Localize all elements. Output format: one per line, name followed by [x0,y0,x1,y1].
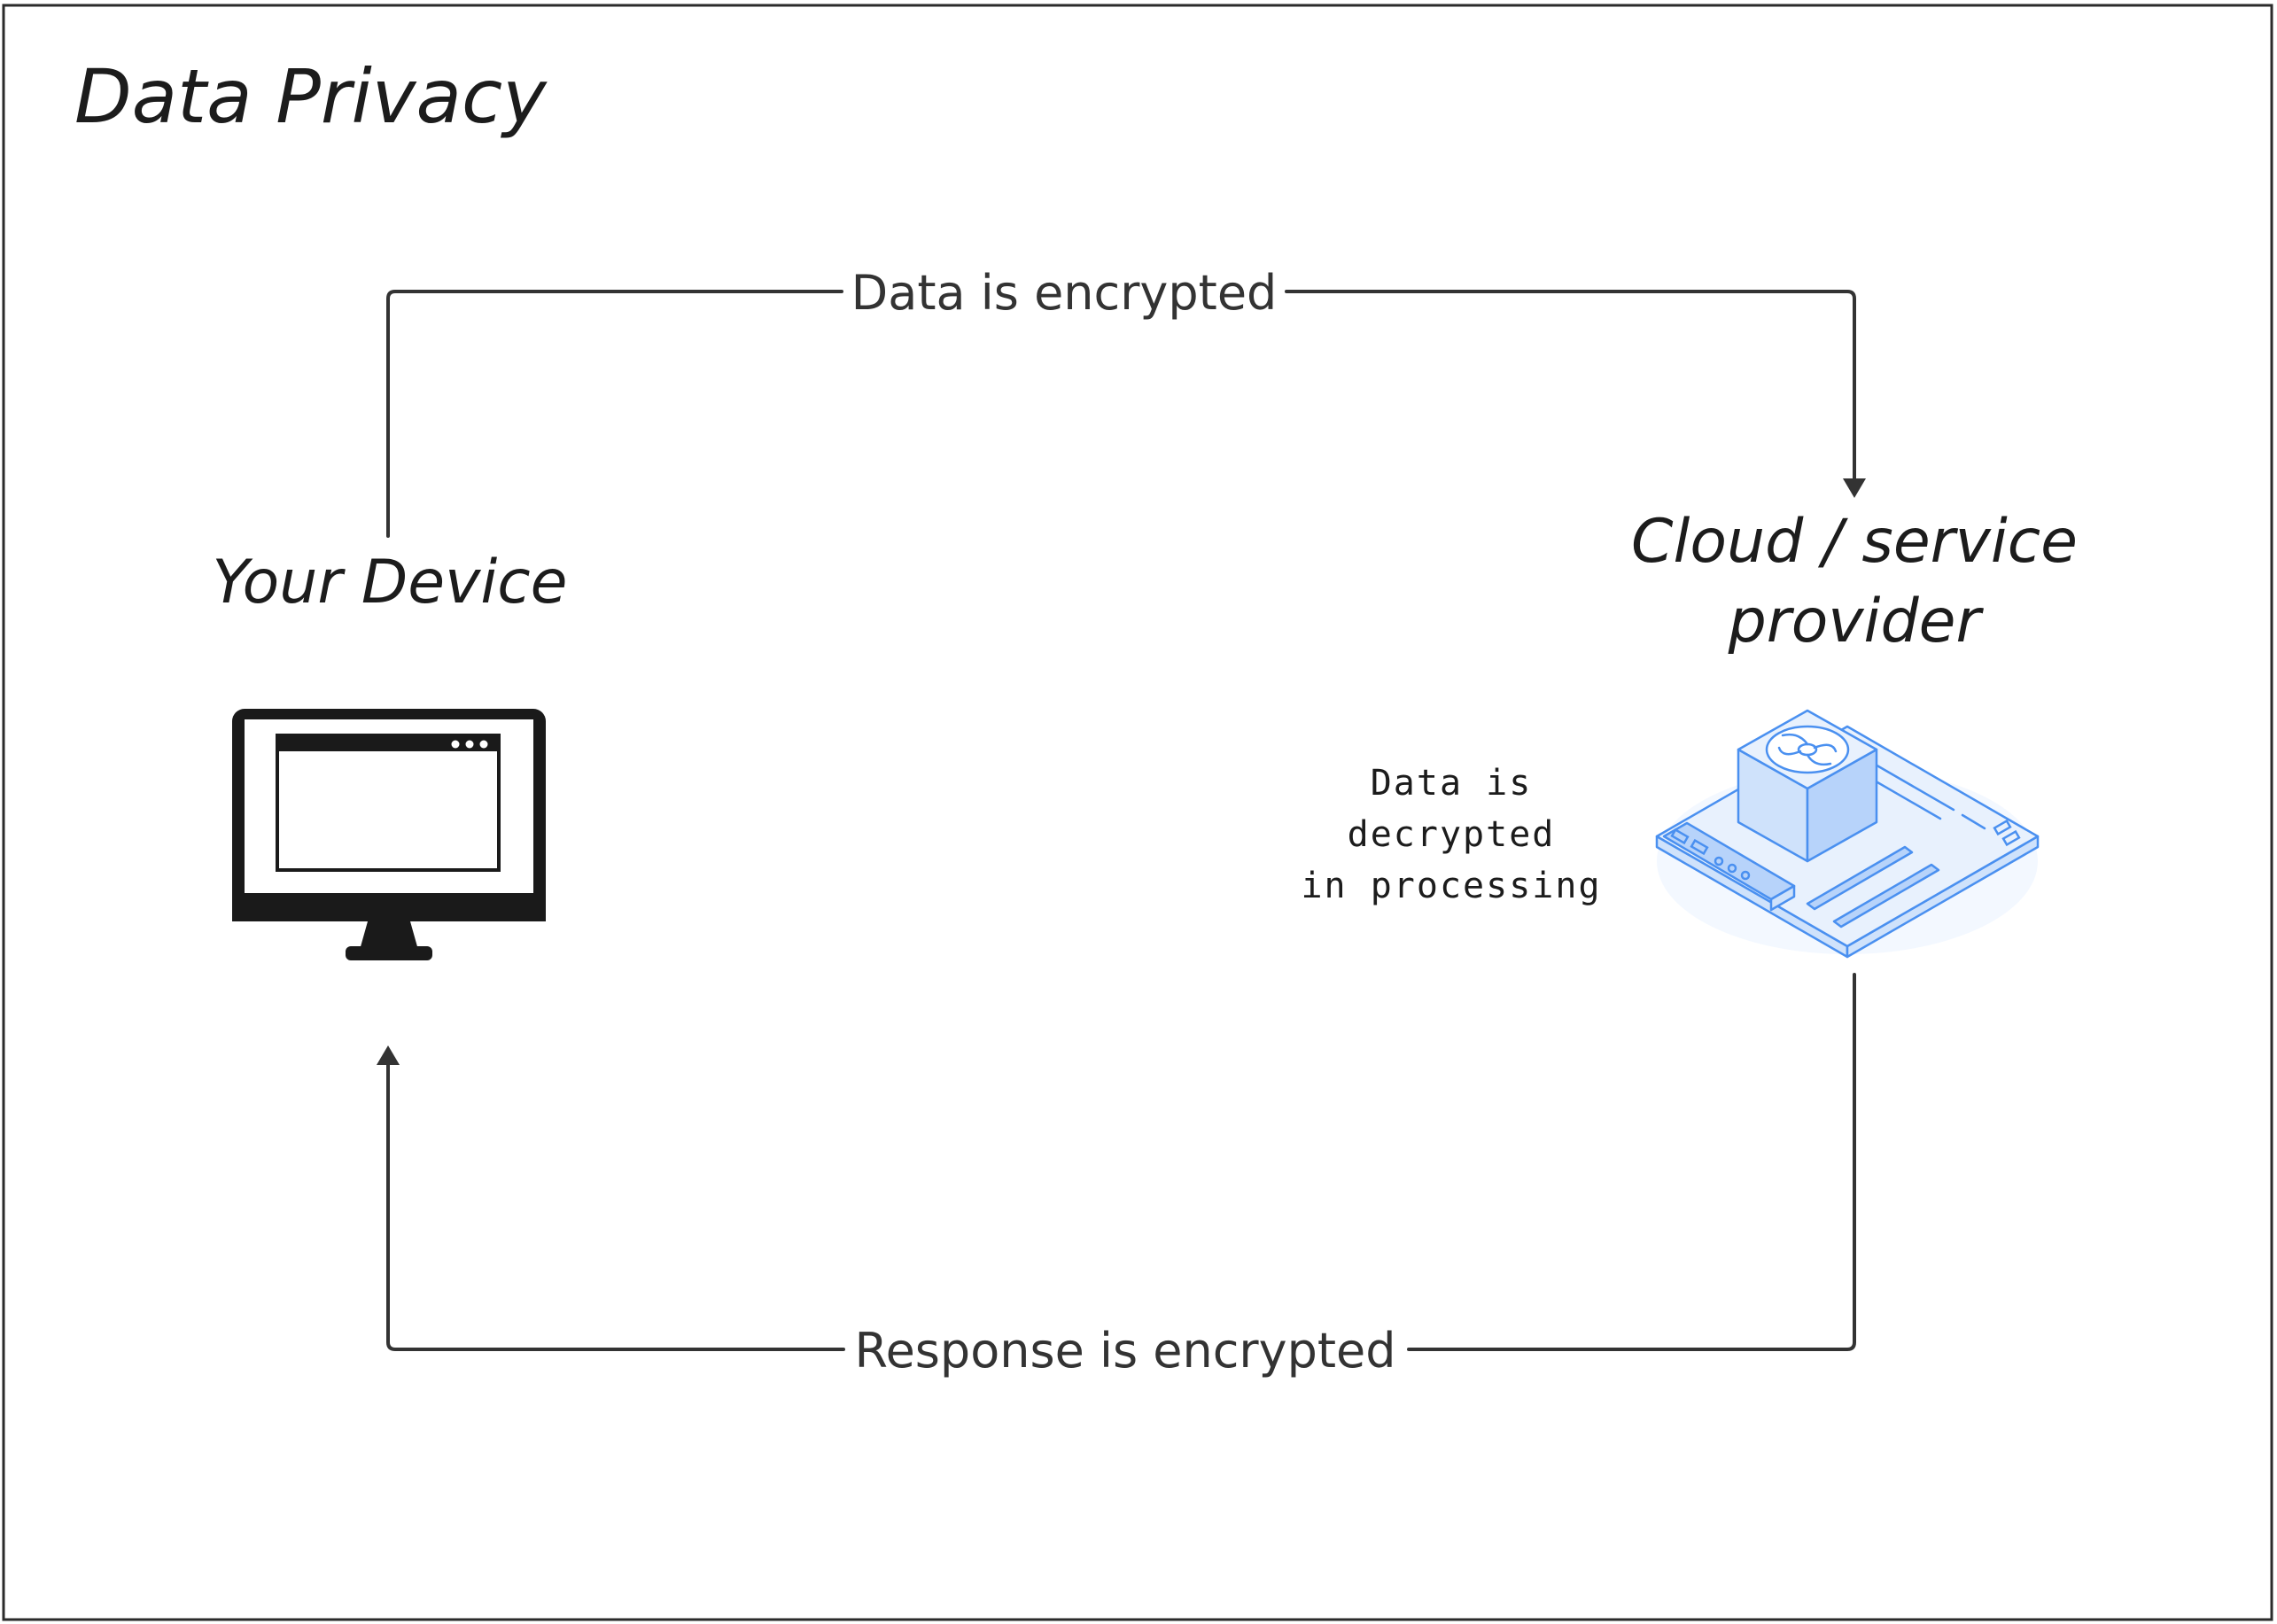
desktop-monitor-icon [232,709,546,960]
device-label: Your Device [213,548,568,618]
processing-note-line1: Data is [1371,763,1533,804]
request-connector: Data is encrypted [386,265,1866,538]
request-arrowhead [1843,478,1866,498]
motherboard-icon [1655,709,2040,959]
response-edge-label: Response is encrypted [854,1323,1395,1379]
processing-note: Data is decrypted in processing [1301,763,1601,906]
provider-label-line2: provider [1728,587,1985,657]
device-node: Your Device [213,548,568,960]
response-line-left [386,1060,845,1351]
response-connector: Response is encrypted [377,973,1856,1379]
request-line-left [386,290,843,538]
provider-label-line1: Cloud / service [1631,507,2078,577]
provider-node: Cloud / service provider Data is decrypt… [1301,507,2078,959]
processing-note-line2: decrypted [1348,814,1556,855]
response-line-right [1407,973,1856,1351]
response-arrowhead [377,1045,400,1065]
diagram-title: Data Privacy [74,53,548,140]
request-line-right [1285,290,1856,484]
request-edge-label: Data is encrypted [851,265,1278,321]
processing-note-line3: in processing [1301,866,1601,906]
